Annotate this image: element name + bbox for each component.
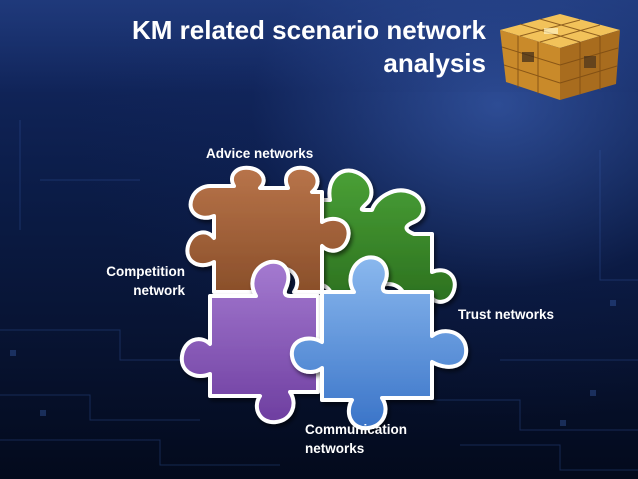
puzzle-piece-trust-blue [289, 255, 469, 431]
label-competition-line-2: network [133, 283, 185, 298]
label-communication-line-1: Communication [305, 422, 408, 437]
label-communication-networks: Communication networks [305, 420, 407, 458]
title-line-1: KM related scenario network [132, 15, 486, 45]
puzzle-piece-advice-brown [185, 165, 351, 294]
label-communication-line-2: networks [305, 441, 365, 456]
label-trust-networks: Trust networks [458, 307, 555, 322]
title-line-2: analysis [383, 48, 486, 78]
label-competition-line-1: Competition [106, 264, 185, 279]
label-competition-network: Competition network [91, 262, 185, 300]
page-title: KM related scenario network analysis [66, 14, 486, 80]
label-advice-networks: Advice networks [206, 146, 314, 161]
